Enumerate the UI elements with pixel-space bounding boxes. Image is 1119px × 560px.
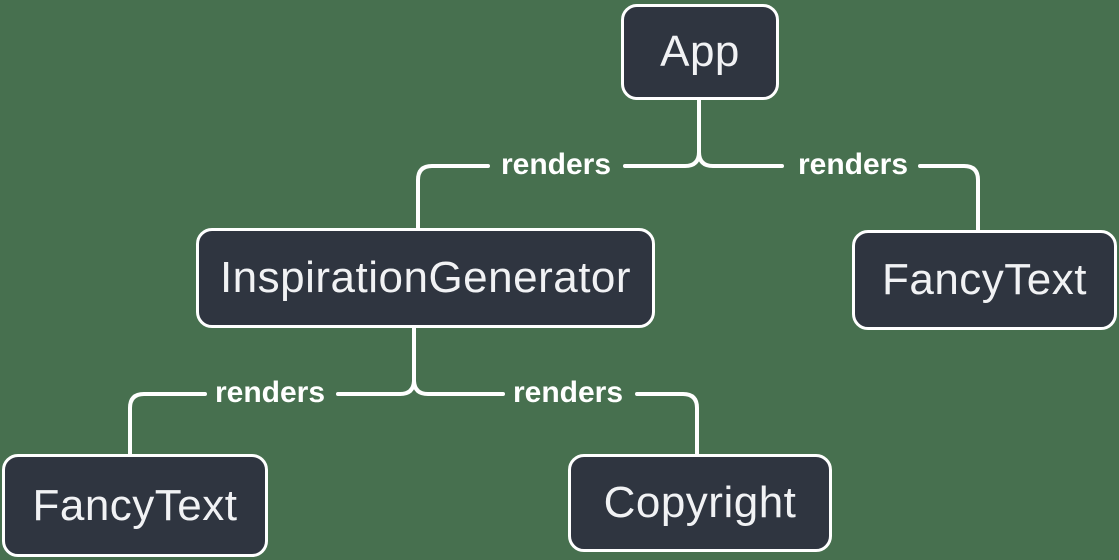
edge-label-inspiration-fancytext: renders	[214, 376, 326, 409]
edge-label-app-inspirationgenerator: renders	[500, 148, 612, 181]
edge-inspiration-to-fancytext-stem	[336, 325, 416, 396]
node-fancy-text-bottom: FancyText	[2, 454, 268, 557]
node-inspiration-generator: InspirationGenerator	[196, 228, 655, 328]
edge-inspiration-to-copyright-tail	[635, 392, 699, 457]
edge-inspiration-to-copyright-stem	[412, 325, 505, 396]
node-inspiration-generator-label: InspirationGenerator	[219, 253, 632, 302]
edge-app-to-inspirationgenerator-tail	[416, 164, 490, 231]
edge-label-app-fancytext: renders	[797, 148, 909, 181]
node-copyright: Copyright	[568, 454, 832, 552]
edge-label-inspiration-copyright: renders	[512, 376, 624, 409]
edge-app-to-fancytext-stem	[697, 98, 784, 168]
node-copyright-label: Copyright	[603, 478, 797, 527]
node-fancy-text-top: FancyText	[852, 230, 1117, 330]
node-app-label: App	[660, 27, 740, 76]
edge-app-to-inspirationgenerator-stem	[623, 98, 701, 168]
edge-app-to-fancytext-tail	[918, 164, 980, 233]
node-fancy-text-bottom-label: FancyText	[32, 480, 238, 530]
node-app: App	[621, 4, 779, 100]
node-fancy-text-top-label: FancyText	[881, 255, 1087, 304]
edge-inspiration-to-fancytext-tail	[128, 392, 207, 457]
